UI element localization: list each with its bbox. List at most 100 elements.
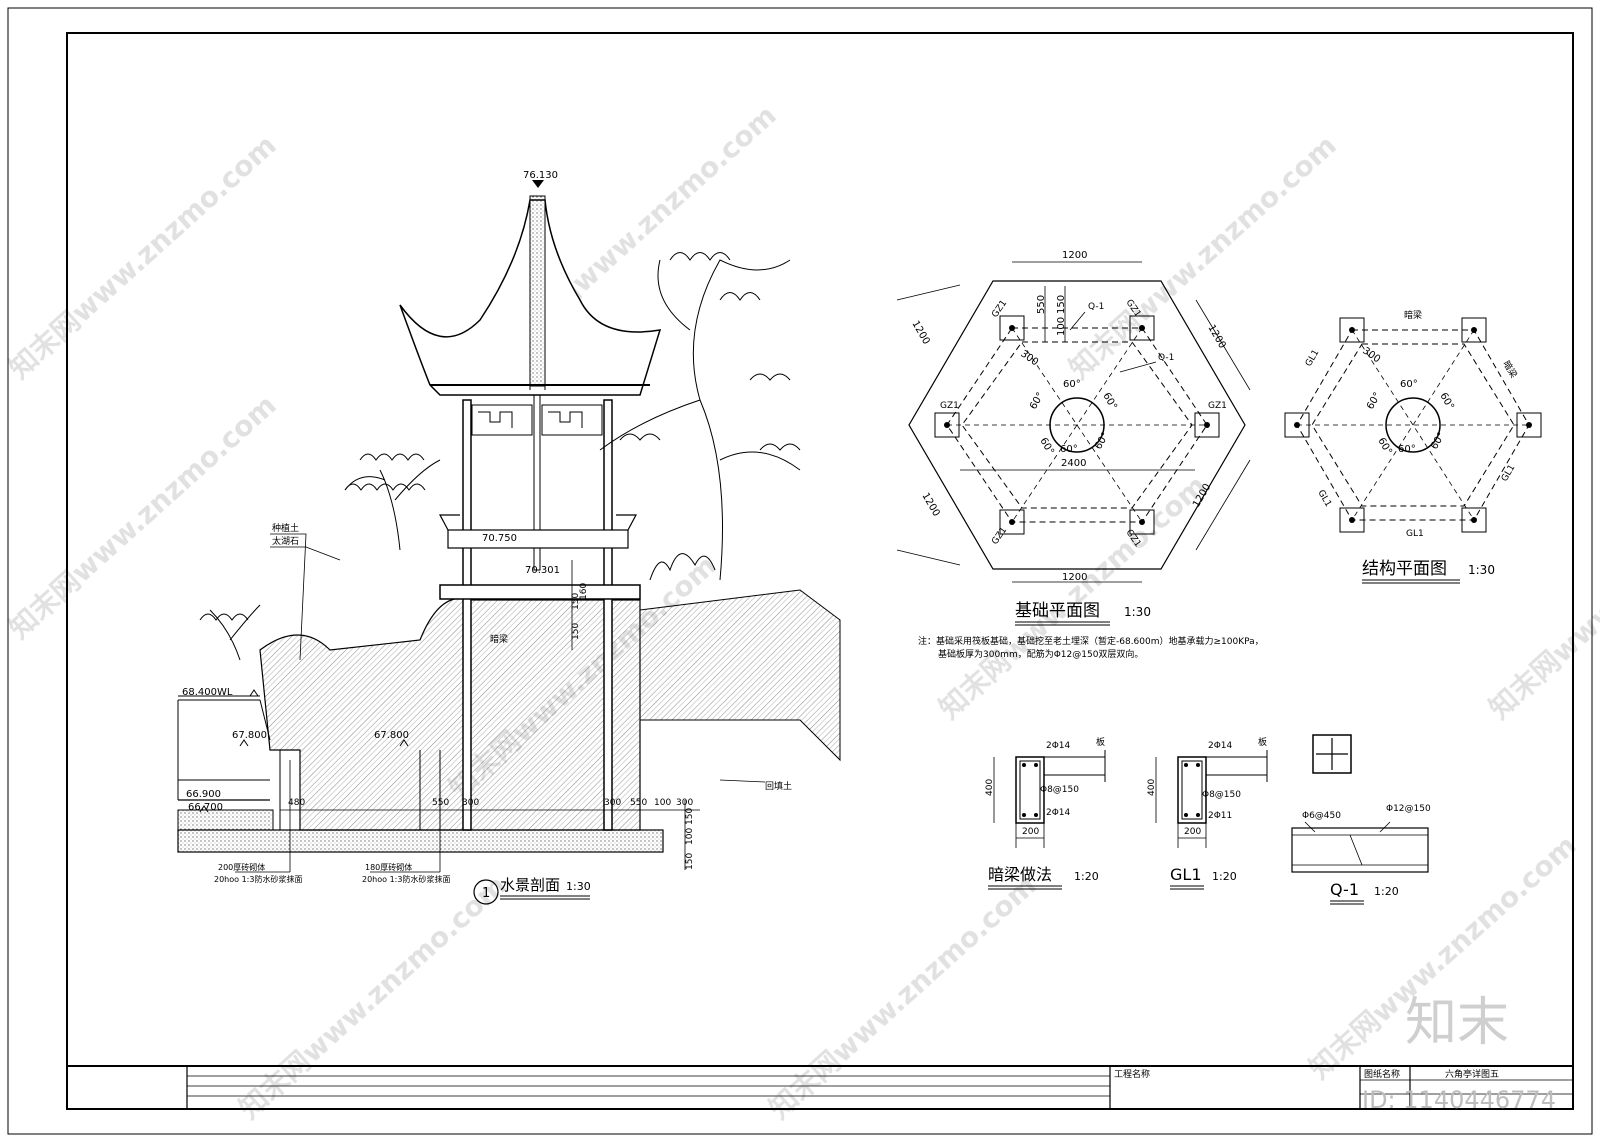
angle-label: 60° [1093,431,1111,452]
wall-label: Q-1 [1158,353,1174,363]
title-block: 工程名称 图纸名称 六角亭详图五 [66,1065,1574,1110]
dimension-line [1155,757,1207,848]
beam-label: GL1 [1406,529,1424,539]
layer-note: 20hoo 1:3防水砂浆抹面 [362,874,450,884]
angle-label: 60° [1063,379,1081,390]
angle-label: 60° [1365,391,1383,412]
detail-gl1: 2Φ14 Φ8@150 2Φ11 板 400 200 GL1 1:20 [1147,736,1268,890]
angle-label: 60° [1398,444,1416,455]
elevation-floor: 70.301 [525,565,560,576]
section-number-circle [473,879,499,905]
bar-a-label: Φ6@450 [1302,811,1341,821]
beam-outline-inner [961,341,1193,509]
leader-line [235,760,441,873]
foundation-note: 注：基础采用筏板基础，基础挖至老土埋深（暂定-68.600m）地基承载力≥100… [918,635,1264,647]
label-beam: 暗梁 [490,633,508,645]
elevation-marker [532,180,544,188]
beam-outline-inner [1311,343,1515,507]
dim-text: 1200 [909,319,931,347]
column-label: GZ1 [990,526,1009,547]
dim-text: 300 [604,798,621,808]
roof-finial [529,195,546,387]
gl1-title: GL1 [1170,865,1202,884]
tree-left [199,453,441,661]
column-dots [1294,327,1532,523]
shrub [649,553,716,581]
floor-slab [439,584,641,600]
stirrup-label: Φ8@150 [1040,785,1079,795]
bench-rail [439,514,637,531]
foundation-block [469,599,611,831]
gl1-scale: 1:20 [1212,870,1237,883]
dimension-line [960,261,1195,583]
leader-line [1069,311,1157,373]
dim-text: 150 [685,853,695,870]
watermark: 知末网www.znzmo.com [1483,468,1600,725]
brand-logo: 知末 [1405,993,1509,1053]
drawing-name: 六角亭详图五 [1445,1068,1499,1080]
watermark: 知末网www.znzmo.com [933,468,1213,725]
dimension-line [280,560,700,870]
pavilion-column [603,399,613,831]
angle-label: 60° [1037,436,1055,457]
label-rock: 太湖石 [272,535,299,547]
q1-title: Q-1 [1330,880,1359,899]
elevation-mid-step: 67.800 [374,730,409,741]
dim-text: 2400 [1061,458,1086,469]
dim-text: 300 [1360,345,1382,365]
beam-label: GL1 [1500,463,1518,483]
dim-text: 300 [1018,348,1040,368]
layer-note: 200厚砖砌体 [218,862,265,872]
step-wall [279,750,441,830]
title-underline [988,885,1062,890]
diagonal-lines [947,327,1207,523]
bench [447,529,629,549]
brand-id: ID: 1140446774 [1362,1086,1556,1114]
detail-q1: Φ6@450 Φ12@150 Q-1 1:20 [1291,734,1431,905]
rock-left [259,597,471,831]
backfill-earth [639,589,841,762]
wall-cross [1316,738,1348,770]
bar-b-label: Φ12@150 [1386,804,1431,814]
hidden-beam-scale: 1:20 [1074,870,1099,883]
foundation-scale: 1:30 [1124,605,1151,619]
top-bar-label: 2Φ14 [1208,741,1233,751]
elevation-bottom-a: 66.900 [186,789,221,800]
center-circle [1385,397,1441,453]
height-label: 400 [985,779,995,796]
tree-right [599,252,801,581]
beam-stirrup [1019,760,1041,820]
rebar-dots [1022,763,1038,817]
rebar-line [1292,834,1428,866]
dim-text: 480 [288,798,305,808]
leader-line [1304,821,1391,833]
dim-text: 100 [654,798,671,808]
dim-text: 150 [685,808,695,825]
top-bar-label: 2Φ14 [1046,741,1071,751]
elevation-water: 68.400WL [182,687,233,698]
height-label: 400 [1147,779,1157,796]
slab-line [1044,750,1106,782]
foundation-plan: 1200 1200 1200 1200 1200 1200 2400 550 1… [896,250,1264,660]
layer-note: 20hoo 1:3防水砂浆抹面 [214,874,302,884]
dim-text: 1200 [1062,250,1087,261]
dim-text: 160 [579,583,589,600]
width-label: 200 [1184,827,1201,837]
foundation-outline [908,280,1246,570]
base-gravel [177,809,274,831]
watermark: 知末网www.znzmo.com [3,388,283,645]
title-underline [1015,621,1110,626]
detail-hidden-beam: 2Φ14 Φ8@150 2Φ14 板 400 200 暗梁做法 1:20 [985,736,1106,890]
watermark: 知末网www.znzmo.com [3,128,283,385]
angle-label: 60° [1437,391,1455,412]
foundation-block [609,599,641,831]
wall-section [1312,734,1352,774]
dimension-line [993,757,1045,848]
title-underline [500,895,590,900]
hidden-beam-title: 暗梁做法 [988,865,1052,884]
label-backfill: 回填土 [765,780,792,792]
title-underline [1170,885,1204,890]
section-view: 76.130 70.301 70.750 68.400WL 67.800 67.… [177,170,841,905]
level-mark [178,689,409,813]
